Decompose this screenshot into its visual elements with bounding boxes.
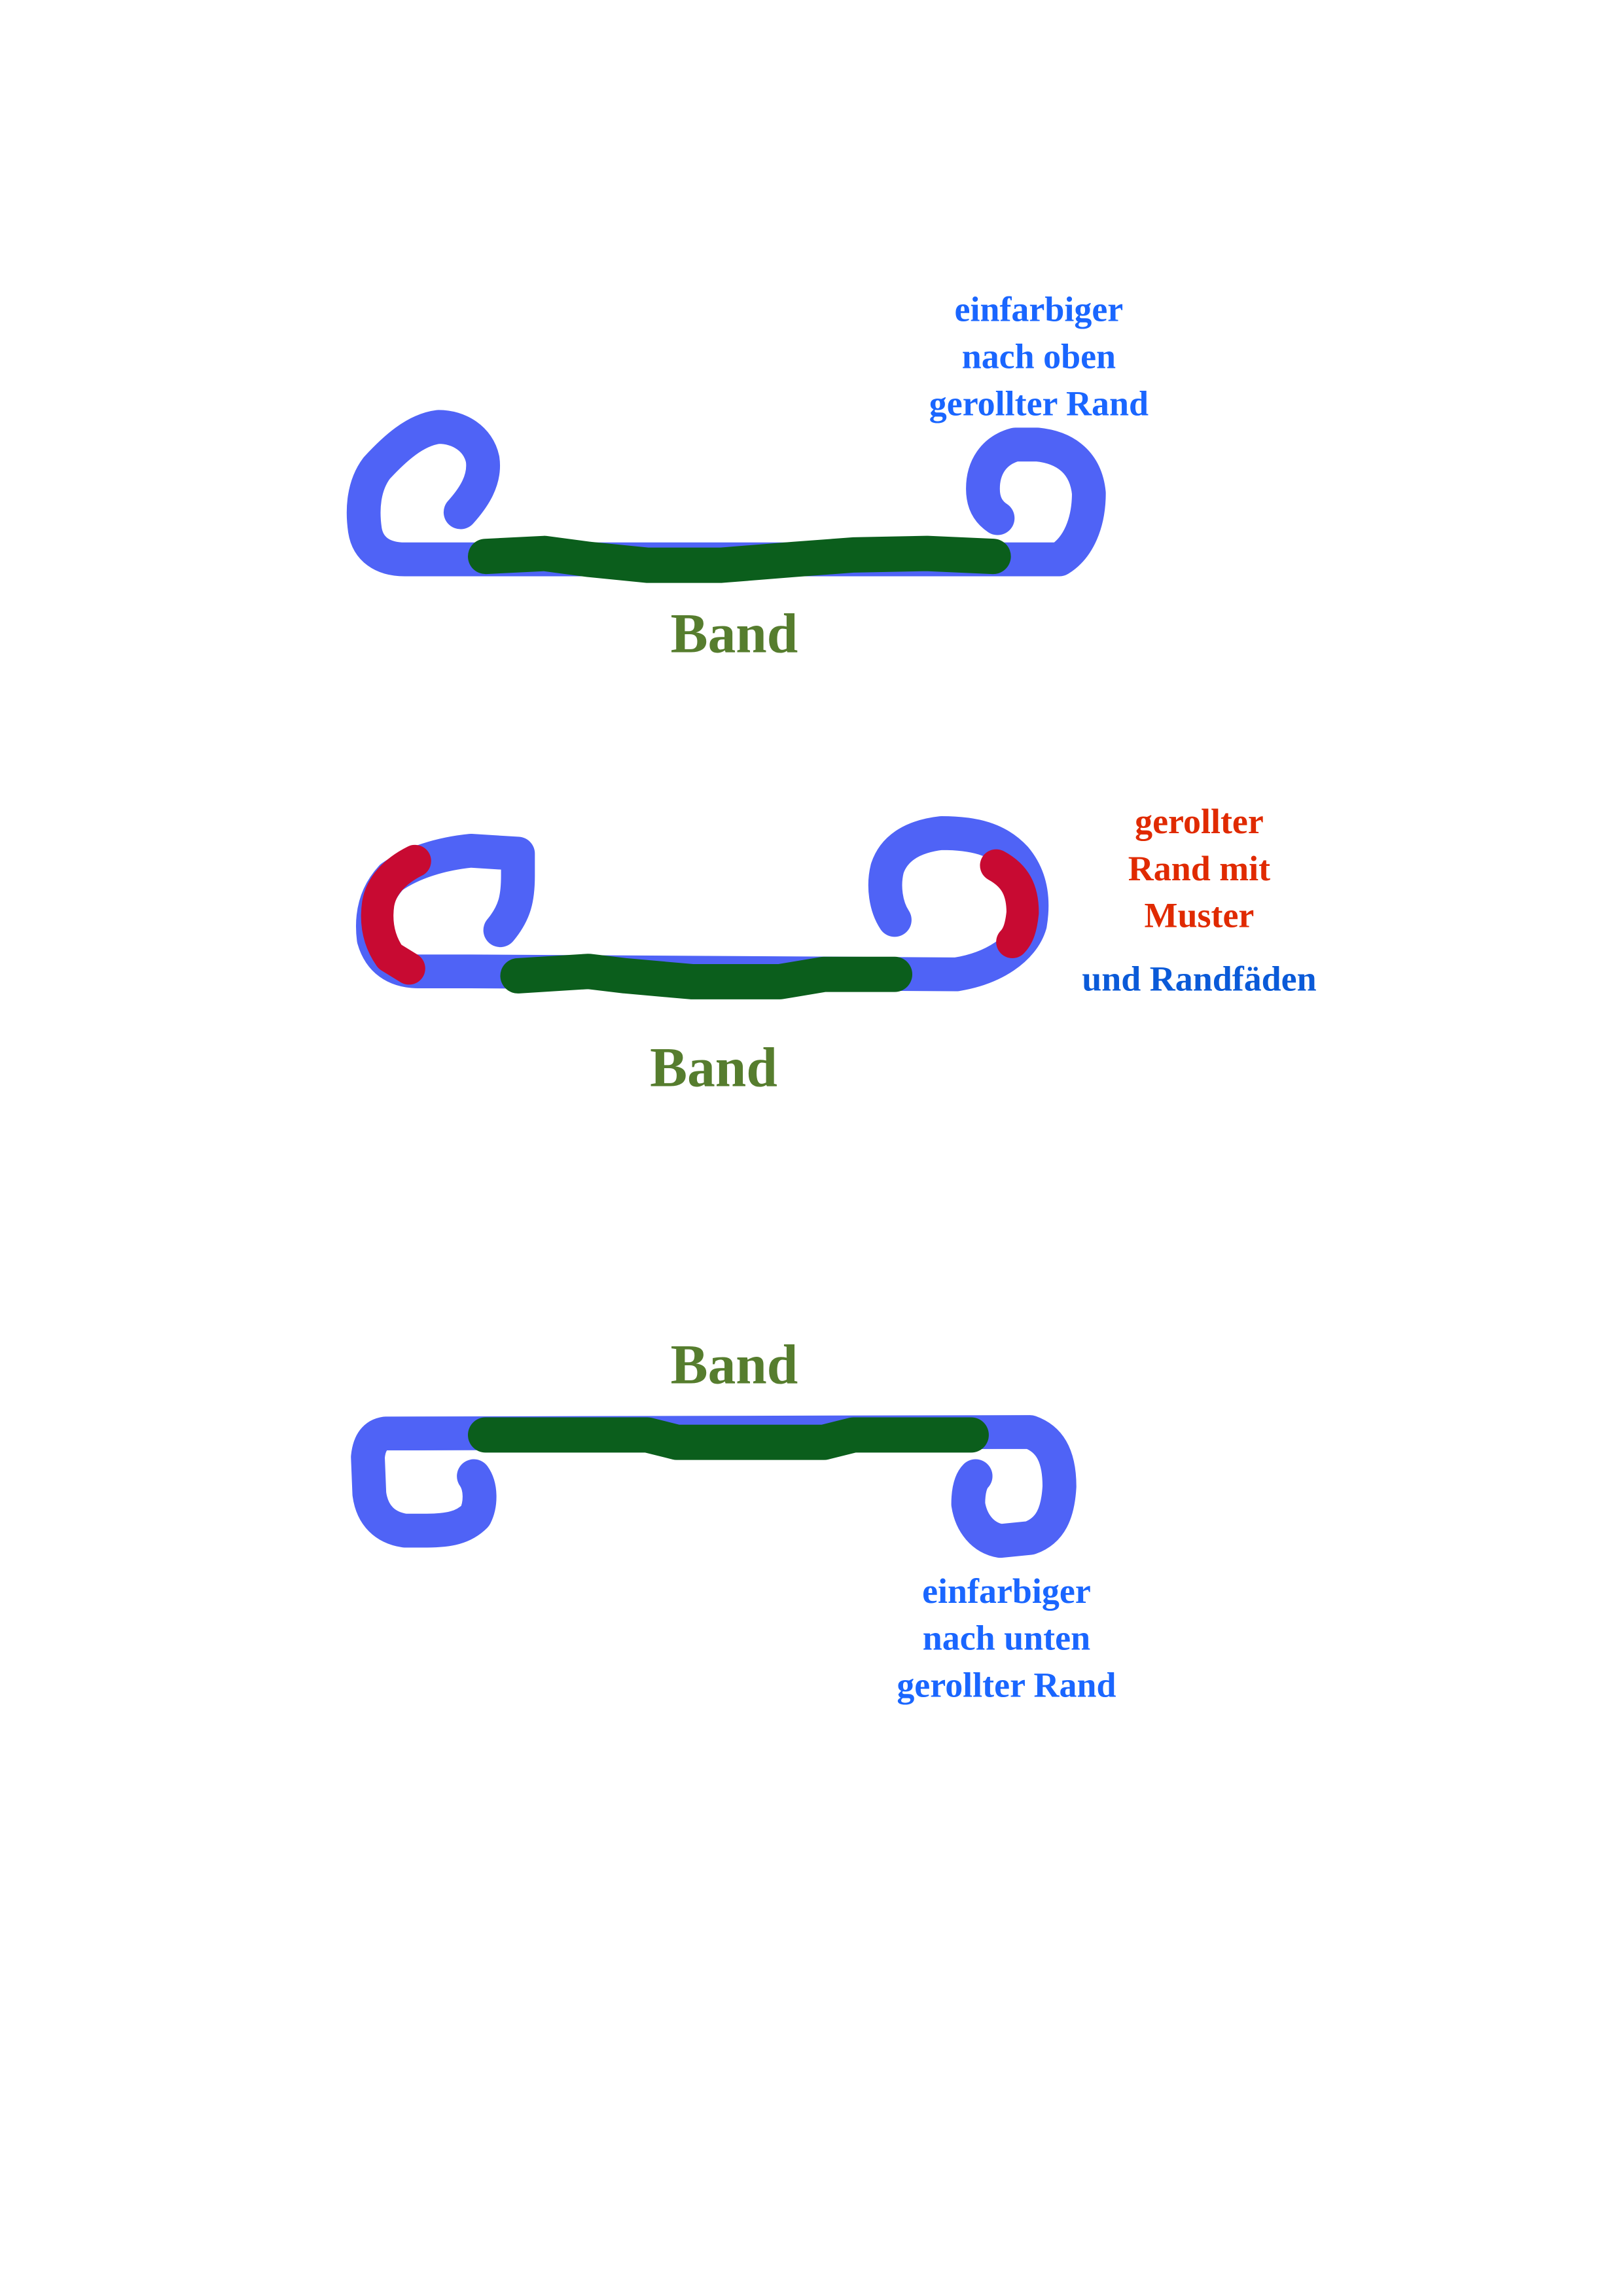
green-band	[500, 954, 913, 999]
band-label: Band	[671, 603, 798, 664]
edge-label-line-3: gerollter Rand	[929, 384, 1149, 423]
pattern-label-line-2: Rand mit	[1128, 849, 1270, 888]
edge-threads-label: und Randfäden	[1082, 959, 1316, 998]
diagram-rolled-down: Band einfarbiger nach unten gerollter Ra…	[351, 1335, 1116, 1705]
band-label: Band	[671, 1335, 798, 1396]
blue-rolled-edge	[346, 410, 1106, 577]
blue-rolled-edge	[355, 816, 1049, 992]
red-pattern-left	[361, 844, 431, 985]
diagram-patterned-edge: gerollter Rand mit Muster und Randfäden …	[355, 802, 1317, 1099]
edge-label-line-1: einfarbiger	[955, 289, 1124, 329]
green-band	[467, 535, 1011, 583]
edge-label-line-1: einfarbiger	[922, 1571, 1091, 1611]
edge-label-line-2: nach oben	[962, 336, 1116, 376]
diagram-rolled-up: einfarbiger nach oben gerollter Rand Ban…	[346, 289, 1149, 664]
pattern-label-line-3: Muster	[1145, 896, 1255, 935]
pattern-label-line-1: gerollter	[1135, 802, 1264, 841]
red-pattern-right	[980, 849, 1039, 958]
edge-label-line-2: nach unten	[923, 1619, 1090, 1658]
band-label: Band	[650, 1037, 777, 1099]
green-band	[467, 1417, 989, 1460]
blue-rolled-edge	[351, 1415, 1077, 1558]
edge-label-line-3: gerollter Rand	[897, 1666, 1116, 1705]
